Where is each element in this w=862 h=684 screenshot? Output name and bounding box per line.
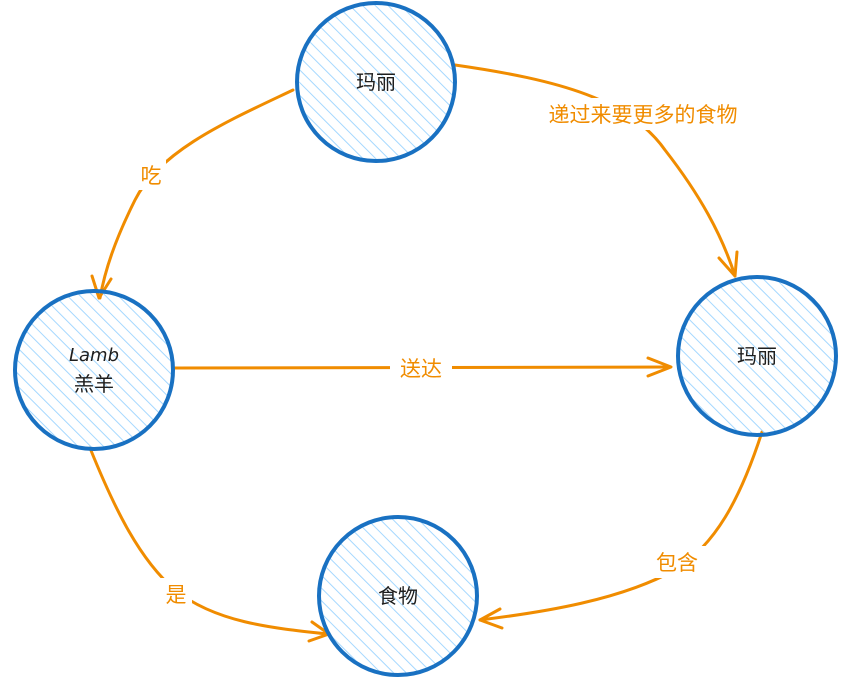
node-mary-top[interactable]: 玛丽 xyxy=(295,1,457,163)
edge-label-passes-more-food: 递过来要更多的食物 xyxy=(549,103,738,127)
edge-label-eats: 吃 xyxy=(141,164,162,188)
node-lamb-label-en: Lamb xyxy=(69,345,119,366)
edge-label-delivers: 送达 xyxy=(400,357,442,381)
edge-label-contains: 包含 xyxy=(656,551,698,575)
arrowhead-delivers xyxy=(646,356,673,378)
node-lamb-circle xyxy=(13,289,175,451)
edge-contains[interactable] xyxy=(478,430,764,622)
arrowhead-contains xyxy=(478,607,504,630)
node-mary-top-label: 玛丽 xyxy=(356,70,396,94)
edge-passes-more-food[interactable] xyxy=(453,63,737,278)
node-mary-right-label: 玛丽 xyxy=(737,344,777,368)
node-mary-right-circle xyxy=(676,275,838,437)
node-mary-top-circle xyxy=(295,1,457,163)
edge-is[interactable] xyxy=(88,446,330,636)
edge-label-is: 是 xyxy=(166,583,187,607)
edge-eats[interactable] xyxy=(98,88,295,300)
node-food[interactable]: 食物 xyxy=(317,515,479,677)
node-food-label: 食物 xyxy=(378,584,418,608)
node-food-circle xyxy=(317,515,479,677)
node-lamb-label-zh: 羔羊 xyxy=(74,372,114,396)
arrowhead-passes-more-food xyxy=(717,250,739,278)
edge-labels: 吃 递过来要更多的食物 送达 是 包含 xyxy=(136,98,766,610)
node-lamb[interactable]: Lamb 羔羊 xyxy=(13,289,175,451)
node-mary-right[interactable]: 玛丽 xyxy=(676,275,838,437)
